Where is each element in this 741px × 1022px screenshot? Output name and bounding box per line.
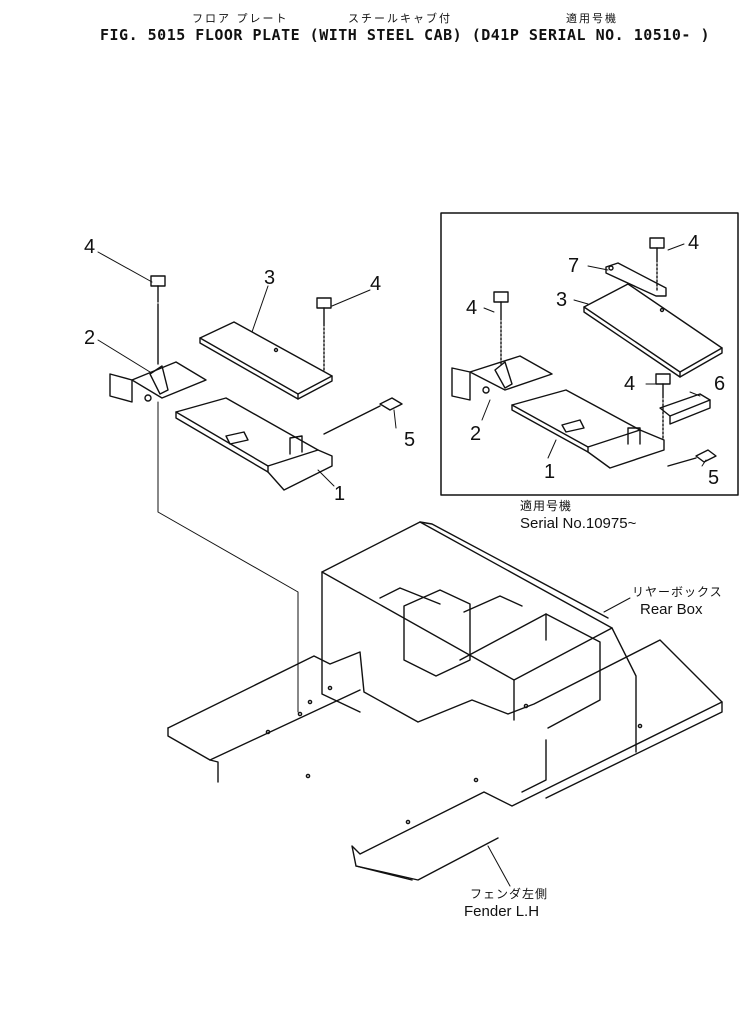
main-part-2-bracket: [109, 361, 207, 403]
floor-deck: [167, 639, 723, 881]
main-callout-2: 2: [84, 327, 95, 349]
inset-callout-4-left: 4: [466, 297, 477, 319]
inset-part-7-bracket: [605, 262, 667, 297]
inset-serial-label: Serial No.10975~: [520, 515, 637, 532]
inset-callout-4-mid: 4: [624, 373, 635, 395]
main-callout-4-left: 4: [84, 236, 95, 258]
inset-leaders: [481, 243, 707, 467]
header-jp-floor-plate: フロア プレート: [192, 12, 289, 25]
inset-part-6: [659, 393, 711, 425]
header-jp-steel-cab: スチールキャブ付: [348, 12, 452, 25]
main-callout-1: 1: [334, 483, 345, 505]
rear-box-jp-label: リヤーボックス: [632, 585, 723, 599]
inset-callout-6: 6: [714, 373, 725, 395]
rear-box: [321, 521, 637, 793]
inset-part-2: [451, 355, 553, 401]
main-callout-3: 3: [264, 267, 275, 289]
inset-callout-3: 3: [556, 289, 567, 311]
inset-part-3-plate: [583, 283, 723, 378]
inset-bolt-5: [667, 449, 717, 467]
inset-callout-5: 5: [708, 467, 719, 489]
inset-bolt-top: [649, 237, 665, 293]
main-leaders: [97, 251, 397, 487]
inset-jp-applicable: 適用号機: [520, 498, 572, 513]
main-bolt-5: [323, 397, 403, 435]
assembly-guide-lines: [157, 401, 299, 713]
inset-callout-7: 7: [568, 255, 579, 277]
main-bolt-plate: [316, 297, 332, 373]
inset-bolt-left: [493, 291, 509, 367]
inset-bolt-mid: [655, 373, 671, 439]
figure-title: FIG. 5015 FLOOR PLATE (WITH STEEL CAB) (…: [100, 26, 710, 44]
main-callout-4-right: 4: [370, 273, 381, 295]
inset-callout-4-top: 4: [688, 232, 699, 254]
fender-label: Fender L.H: [464, 903, 539, 920]
rear-box-label: Rear Box: [640, 601, 703, 618]
inset-callout-1: 1: [544, 461, 555, 483]
inset-frame: [440, 212, 739, 496]
main-part-1-floor-plate: [175, 397, 333, 491]
main-bolt-left: [150, 275, 166, 365]
fender-jp-label: フェンダ左側: [470, 886, 548, 901]
main-callout-5: 5: [404, 429, 415, 451]
inset-part-1: [511, 389, 665, 469]
inset-callout-2: 2: [470, 423, 481, 445]
label-leaders: [487, 597, 631, 887]
main-part-3-plate: [199, 321, 333, 400]
header-jp-applicable: 適用号機: [566, 12, 618, 25]
